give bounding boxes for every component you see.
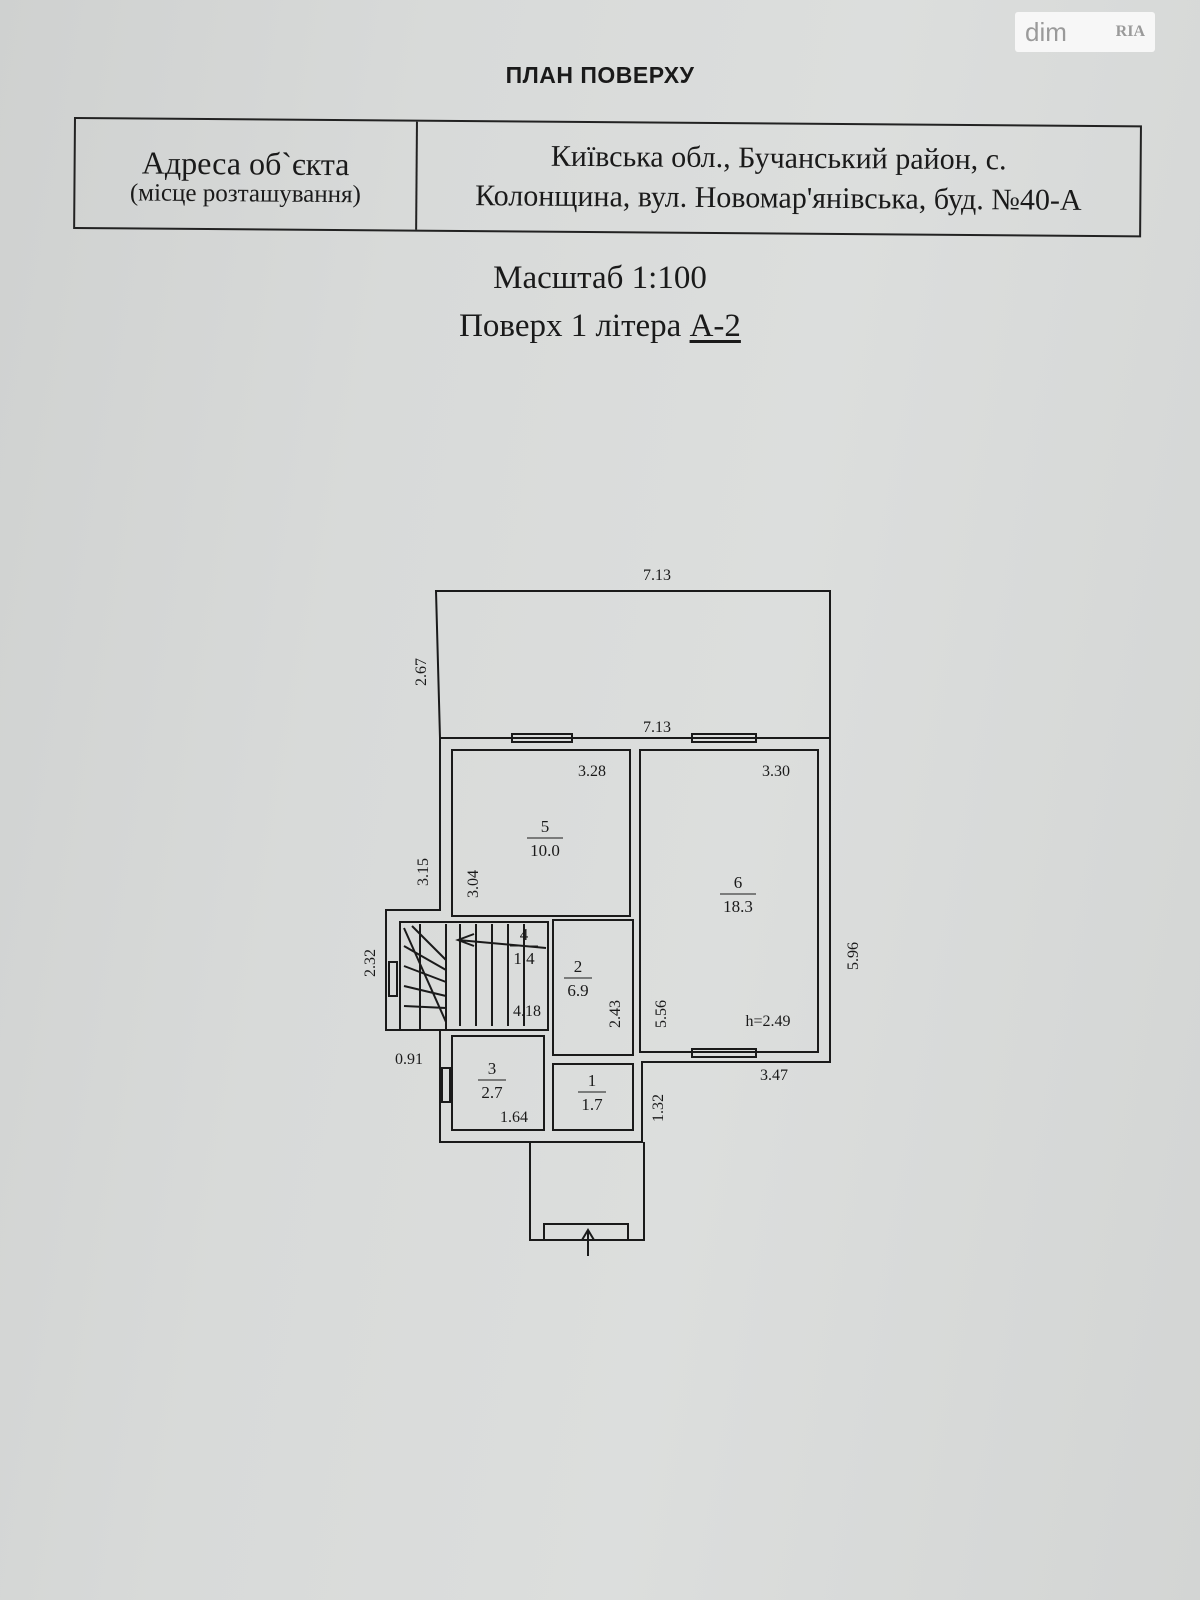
window-4 — [388, 961, 398, 997]
building-outline — [385, 738, 831, 1143]
room-3-number: 3 — [488, 1059, 497, 1078]
terrace-outline — [434, 590, 831, 739]
room-5-outline — [451, 749, 631, 917]
room-2-label: 2 6.9 — [564, 957, 592, 1000]
room-labels: 5 10.0 6 18.3 4 1.4 2 6.9 3 — [478, 817, 756, 1114]
dim-terrace-depth: 2.67 — [413, 658, 430, 686]
room-2-number: 2 — [574, 957, 583, 976]
dim-room6-depth: 5.56 — [653, 1000, 670, 1028]
dim-right-wall: 5.96 — [845, 942, 862, 970]
scale-text: Масштаб 1:100 — [493, 260, 707, 296]
room-4-label: 4 1.4 — [510, 925, 538, 968]
room-3-outline — [451, 1035, 545, 1131]
floor-prefix: Поверх 1 літера — [459, 308, 690, 344]
dimension-labels: 7.13 2.67 7.13 3.28 3.30 3.15 3.04 5.96 … — [362, 567, 862, 1126]
stair-arrow — [455, 933, 547, 949]
floor-line: Поверх 1 літера А-2 — [0, 308, 1200, 345]
room-5-area: 10.0 — [530, 841, 560, 860]
window-2 — [691, 733, 757, 743]
room-4-number: 4 — [520, 925, 529, 944]
stair-outline — [399, 921, 549, 1031]
room-1-label: 1 1.7 — [578, 1071, 606, 1114]
room-1-area: 1.7 — [581, 1095, 603, 1114]
floor-letter: А-2 — [689, 308, 741, 344]
room-6-area: 18.3 — [723, 897, 753, 916]
window-3 — [691, 1048, 757, 1058]
plan-walls — [385, 590, 831, 1256]
room-5-number: 5 — [541, 817, 550, 836]
dim-room6-width: 3.30 — [762, 763, 790, 780]
watermark-badge: RIA — [1115, 23, 1145, 40]
dim-room2-depth: 2.43 — [607, 1000, 624, 1028]
room-3-area: 2.7 — [481, 1083, 503, 1102]
room-1-number: 1 — [588, 1071, 597, 1090]
room-2-outline — [552, 919, 634, 1056]
room-1-outline — [552, 1063, 634, 1131]
entry-door — [543, 1223, 629, 1241]
dim-room3-width: 1.64 — [500, 1109, 528, 1126]
room-6-number: 6 — [734, 873, 743, 892]
page-title: ПЛАН ПОВЕРХУ — [505, 62, 695, 88]
room-6-label: 6 18.3 — [720, 873, 756, 916]
watermark-brand: dim — [1025, 16, 1067, 47]
dim-left-bottom: 0.91 — [395, 1051, 423, 1068]
entry-arrow — [581, 1228, 595, 1256]
room-6-outline — [639, 749, 819, 1053]
dim-mid-width: 7.13 — [643, 719, 671, 736]
dim-stair-len: 4.18 — [513, 1003, 541, 1020]
dim-top-width: 7.13 — [643, 567, 671, 584]
stair-treads — [403, 924, 525, 1030]
dim-room5-width: 3.28 — [578, 763, 606, 780]
ceiling-height: h=2.49 — [745, 1013, 790, 1030]
dim-left-wall: 3.15 — [415, 858, 432, 886]
dim-room1-depth: 1.32 — [650, 1094, 667, 1122]
window-5 — [441, 1067, 451, 1103]
room-2-area: 6.9 — [567, 981, 588, 1000]
window-1 — [511, 733, 573, 743]
porch-outline — [529, 1142, 645, 1241]
room-5-label: 5 10.0 — [527, 817, 563, 860]
watermark: dim RIA — [1015, 12, 1155, 52]
dim-bottom-right: 3.47 — [760, 1067, 788, 1084]
dim-stair-width: 2.32 — [362, 949, 379, 977]
room-3-label: 3 2.7 — [478, 1059, 506, 1102]
room-4-area: 1.4 — [513, 949, 535, 968]
dim-room5-depth: 3.04 — [465, 870, 482, 898]
